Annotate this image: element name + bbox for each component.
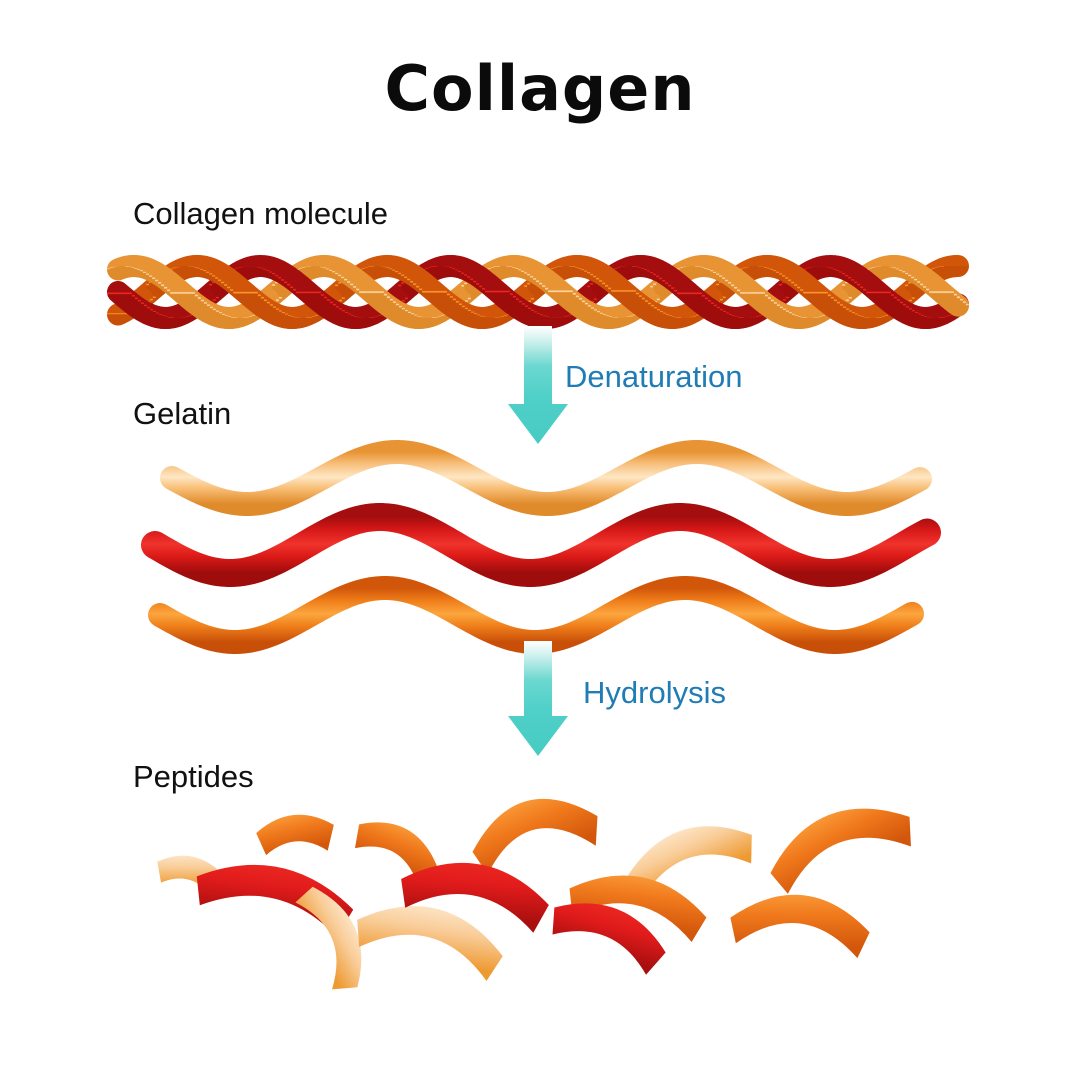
down-arrow-icon: [508, 326, 568, 444]
gelatin-strand-2: [148, 576, 924, 654]
peptide-fragment-body-7: [401, 862, 549, 933]
down-arrow-icon: [508, 641, 568, 756]
gelatin-strand-1: [141, 503, 941, 587]
peptide-fragment-body-5: [357, 906, 503, 981]
peptide-fragment-body-8: [628, 826, 752, 897]
process-label-hydrolysis: Hydrolysis: [583, 675, 726, 710]
peptide-fragment: [472, 798, 598, 875]
denaturation-arrow: [508, 326, 568, 444]
peptide-fragment: [628, 826, 752, 897]
peptide-fragment-body-3: [196, 864, 354, 937]
peptide-fragment: [569, 875, 707, 942]
peptide-fragment: [196, 864, 354, 937]
helix-strand-segment: [296, 280, 321, 305]
helix-strand-segment: [677, 281, 702, 306]
helix-strand-segment: [740, 280, 765, 306]
helix-strand-segment: [485, 279, 510, 304]
peptide-fragment: [552, 903, 666, 975]
peptide-fragment-body-6: [472, 798, 598, 875]
process-label-denaturation: Denaturation: [565, 359, 743, 394]
stage-label-gelatin: Gelatin: [133, 396, 231, 431]
stage-label-peptides: Peptides: [133, 759, 254, 794]
helix-strand-segment: [548, 279, 573, 304]
helix-strand-segment: [359, 279, 384, 305]
hydrolysis-arrow: [508, 641, 568, 756]
helix-strand-segment: [422, 279, 447, 305]
peptide-fragment-body-10: [552, 903, 666, 975]
peptide-fragment: [354, 822, 437, 884]
stage-label-collagen-molecule: Collagen molecule: [133, 196, 388, 231]
peptide-fragment: [357, 906, 503, 981]
gelatin-strands: [141, 440, 941, 654]
helix-strand-segment: [233, 280, 258, 305]
helix-strand-segment: [107, 281, 132, 306]
peptide-fragments: [157, 798, 911, 990]
helix-strand-segment: [611, 278, 636, 304]
peptide-fragment: [295, 886, 362, 990]
helix-strand-segment: [866, 280, 891, 305]
peptide-fragment: [256, 814, 334, 856]
peptide-fragment: [730, 894, 870, 959]
peptide-fragment: [770, 808, 911, 894]
peptide-fragment-body-9: [569, 875, 707, 942]
helix-strand-segment: [929, 279, 954, 305]
page-title: Collagen: [384, 52, 695, 125]
helix-strand-segment: [803, 280, 828, 305]
peptide-fragment-body-4: [295, 886, 362, 990]
collagen-triple-helix: [107, 255, 969, 329]
gelatin-strand-0: [160, 440, 932, 516]
helix-strand-segment: [107, 302, 132, 326]
peptide-fragment-body-2: [354, 822, 437, 884]
helix-strand-segment: [170, 280, 195, 306]
peptide-fragment-body-1: [256, 814, 334, 856]
peptide-fragment-body-12: [730, 894, 870, 959]
peptide-fragment-body-11: [770, 808, 911, 894]
peptide-fragment: [401, 862, 549, 933]
